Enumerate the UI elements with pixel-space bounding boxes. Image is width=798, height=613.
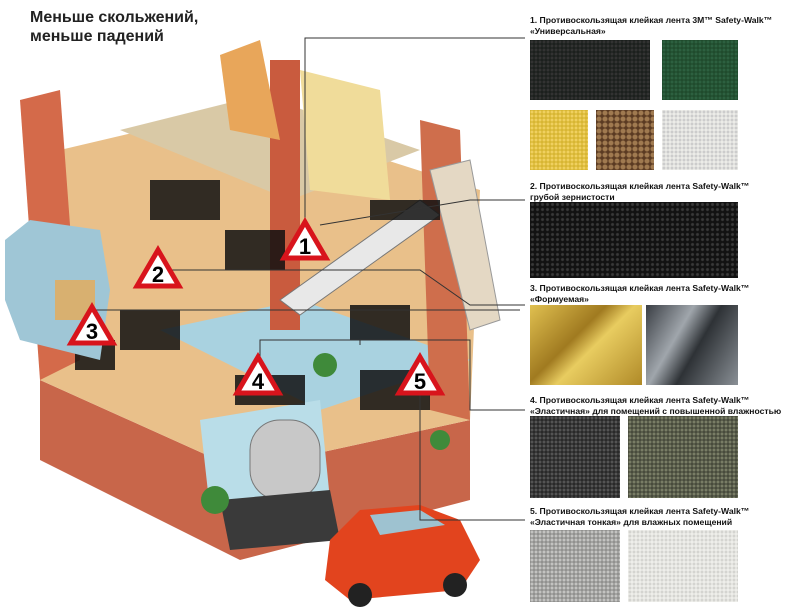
product-1-caption: 1. Противоскользящая клейкая лента 3M™ S… bbox=[530, 15, 773, 36]
swatch-5-white bbox=[628, 530, 738, 602]
svg-text:4: 4 bbox=[252, 369, 265, 394]
swatch-4-olive bbox=[628, 416, 738, 498]
swatch-1-green bbox=[662, 40, 738, 100]
swatch-2-coarse-black bbox=[530, 202, 738, 278]
swatch-1-white bbox=[662, 110, 738, 170]
product-4-caption: 4. Противоскользящая клейкая лента Safet… bbox=[530, 395, 782, 416]
warning-triangle-5: 5 bbox=[394, 352, 446, 396]
swatch-1-brown bbox=[596, 110, 654, 170]
product-5-caption: 5. Противоскользящая клейкая лента Safet… bbox=[530, 506, 750, 527]
product-3-caption: 3. Противоскользящая клейкая лента Safet… bbox=[530, 283, 750, 304]
warning-triangle-3: 3 bbox=[66, 302, 118, 346]
swatch-5-grey bbox=[530, 530, 620, 602]
swatch-1-yellow bbox=[530, 110, 588, 170]
swatch-1-black bbox=[530, 40, 650, 100]
svg-text:2: 2 bbox=[152, 262, 164, 287]
warning-triangle-4: 4 bbox=[232, 352, 284, 396]
warning-triangle-2: 2 bbox=[132, 245, 184, 289]
swatch-3-gold bbox=[530, 305, 642, 385]
warning-triangle-1: 1 bbox=[279, 217, 331, 261]
product-2-caption: 2. Противоскользящая клейкая лента Safet… bbox=[530, 181, 750, 202]
svg-text:1: 1 bbox=[299, 234, 311, 259]
page-title: Меньше скольжений, меньше падений bbox=[30, 9, 199, 45]
swatch-3-metal bbox=[646, 305, 738, 385]
swatch-4-dark bbox=[530, 416, 620, 498]
svg-text:3: 3 bbox=[86, 319, 98, 344]
svg-text:5: 5 bbox=[414, 369, 426, 394]
